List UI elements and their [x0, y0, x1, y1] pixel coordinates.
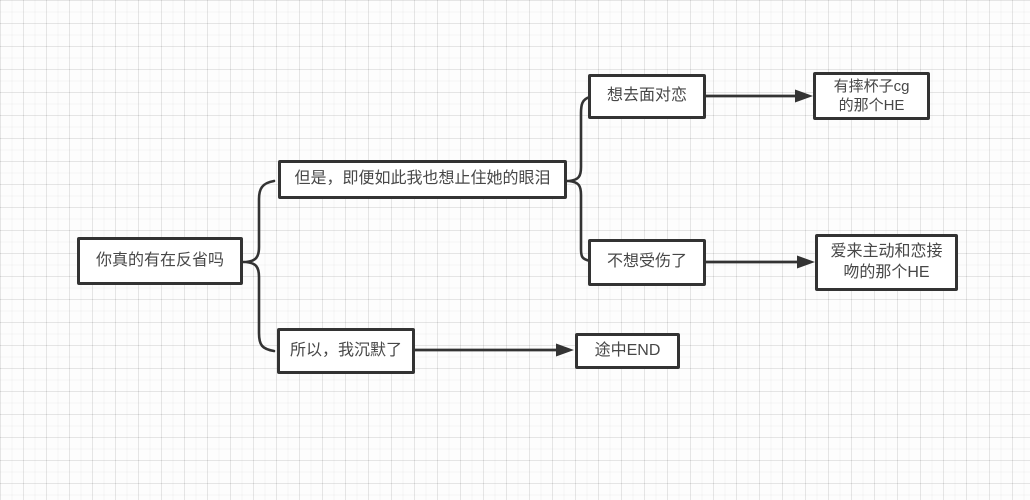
- brace-connector-tears-split[interactable]: [565, 95, 592, 263]
- node-label: 但是，即便如此我也想止住她的眼泪: [294, 170, 551, 188]
- arrow-connector-face-love-to-he-cup[interactable]: [706, 89, 813, 103]
- node-label-line2: 吻的那个HE: [843, 263, 930, 281]
- node-label: 不想受伤了: [606, 253, 687, 271]
- node-label-line1: 有摔杯子cg: [833, 77, 910, 95]
- arrow-connector-no-hurt-to-he-kiss[interactable]: [706, 255, 815, 269]
- node-label: 想去面对恋: [606, 87, 687, 105]
- arrow-connector-silence-to-mid-end[interactable]: [415, 343, 574, 357]
- flowchart-node-face-love[interactable]: 想去面对恋: [588, 74, 706, 119]
- node-label: 途中END: [594, 341, 661, 359]
- flowchart-node-silence[interactable]: 所以，我沉默了: [277, 328, 415, 374]
- flowchart-node-no-hurt[interactable]: 不想受伤了: [588, 239, 706, 286]
- node-label: 你真的有在反省吗: [95, 251, 224, 269]
- flowchart-node-he-kiss-ending[interactable]: 爱来主动和恋接 吻的那个HE: [815, 234, 958, 291]
- node-label: 所以，我沉默了: [289, 341, 402, 359]
- flowchart-node-root[interactable]: 你真的有在反省吗: [77, 237, 243, 285]
- node-label-line1: 爱来主动和恋接: [830, 242, 943, 260]
- node-label-line2: 的那个HE: [838, 97, 905, 114]
- brace-connector-root-split[interactable]: [241, 179, 276, 353]
- flowchart-node-he-cup-ending[interactable]: 有摔杯子cg 的那个HE: [813, 72, 930, 120]
- flowchart-node-stop-tears[interactable]: 但是，即便如此我也想止住她的眼泪: [278, 160, 567, 199]
- flowchart-node-mid-end[interactable]: 途中END: [575, 333, 680, 369]
